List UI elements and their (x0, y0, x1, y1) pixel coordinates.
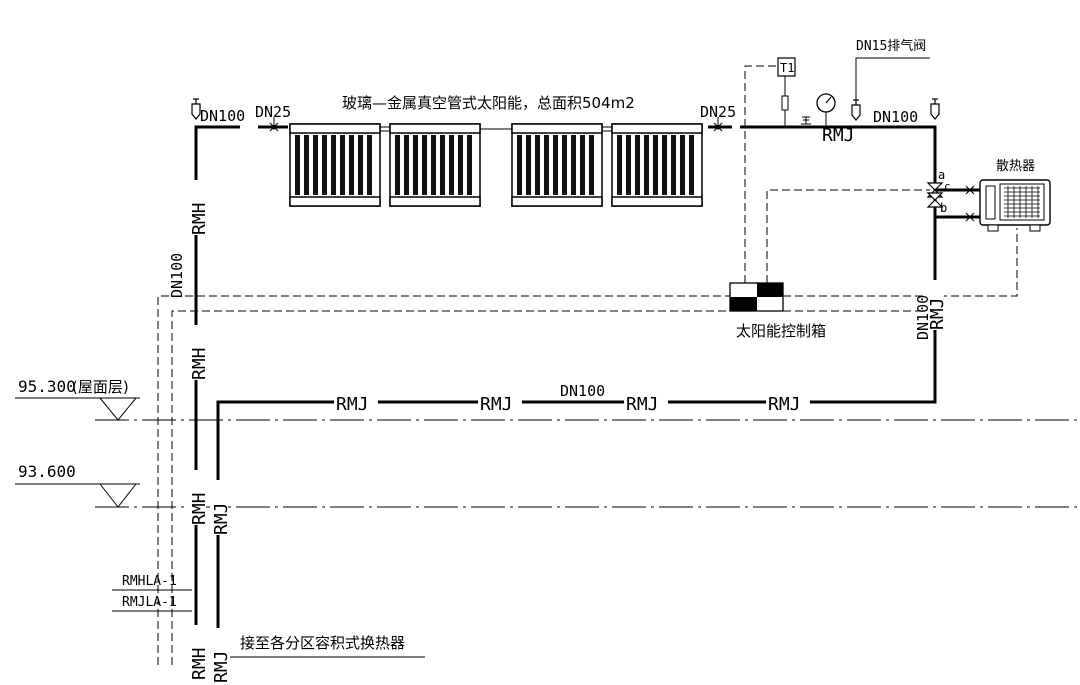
valve-collector-in-icon (269, 117, 279, 132)
pipe-size-top-left: DN100 (200, 107, 245, 125)
radiator-unit (979, 179, 1051, 232)
temperature-sensor-icon (777, 57, 796, 127)
control-wiring (157, 65, 1018, 665)
pipe-size-collector-out: DN25 (700, 103, 736, 121)
level-marker-roof (15, 397, 140, 421)
solar-control-box (729, 282, 784, 312)
vent-valve-label: DN15排气阀 (856, 38, 926, 54)
air-vent-dn15-icon (851, 57, 930, 121)
pipe-size-bottom-main: DN100 (560, 382, 605, 400)
riser-tags (112, 589, 192, 612)
pipe-code-rmj-b1: RMJ (336, 394, 369, 415)
pressure-gauge-icon (816, 93, 836, 127)
pipe-code-rmj-b4: RMJ (768, 394, 801, 415)
pipe-code-rmh-2: RMH (189, 347, 210, 380)
bottom-main-labels: RMJ RMJ DN100 RMJ RMJ (334, 382, 810, 415)
valve-port-a: a (938, 168, 945, 182)
pipe-code-rmj-b2: RMJ (480, 394, 513, 415)
solar-collector-array (289, 123, 703, 207)
pipe-code-rmh-1: RMH (189, 202, 210, 235)
pipe-code-rmj-5: RMJ (211, 650, 232, 683)
collector-title: 玻璃—金属真空管式太阳能，总面积504m2 (342, 94, 635, 112)
level-note-roof: (屋面层) (72, 378, 129, 396)
sensor-label: T1 (780, 61, 794, 75)
riser-tag-rmjla: RMJLA-1 (122, 595, 177, 610)
destination-label: 接至各分区容积式换热器 (240, 634, 405, 652)
control-box-label: 太阳能控制箱 (736, 322, 826, 340)
pipe-code-top: RMJ (822, 125, 855, 146)
pipe-size-top-right: DN100 (873, 108, 918, 126)
check-valve-icon (801, 116, 811, 125)
pipe-size-right-riser: DN100 (914, 295, 932, 340)
pipe-size-collector-in: DN25 (255, 103, 291, 121)
pipe-code-rmj-right: RMJ (927, 297, 948, 330)
left-riser-labels: RMH DN100 RMH RMH RMJ RMH RMJ (168, 180, 232, 683)
valve-port-b: b (940, 201, 947, 215)
radiator-label: 散热器 (996, 159, 1035, 174)
valve-collector-out-icon (713, 117, 723, 132)
level-elevation-lower: 93.600 (18, 462, 76, 481)
pipe-code-rmj-left: RMJ (211, 502, 232, 535)
pipe-code-rmj-b3: RMJ (626, 394, 659, 415)
air-vent-right-icon (930, 98, 940, 120)
level-elevation-roof: 95.300 (18, 377, 76, 396)
pipe-size-left-riser: DN100 (168, 253, 186, 298)
pipe-code-rmh-4: RMH (189, 647, 210, 680)
valve-port-c: c (944, 180, 951, 193)
air-vent-left-icon (191, 98, 201, 120)
right-riser-labels: RMJ DN100 (914, 280, 948, 340)
three-way-valve-icon (926, 182, 980, 222)
level-marker-lower (15, 483, 140, 508)
pipe-code-rmh-3: RMH (189, 492, 210, 525)
riser-tag-rmhla: RMHLA-1 (122, 574, 177, 589)
